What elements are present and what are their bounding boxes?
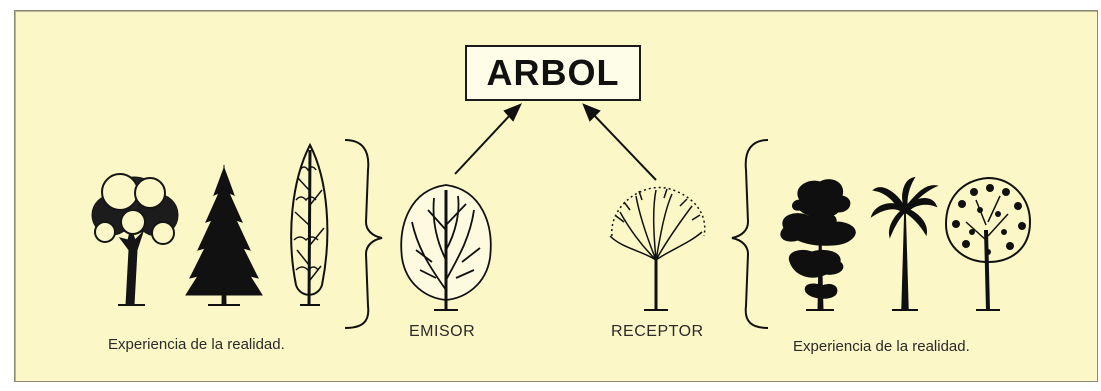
right-brace bbox=[732, 140, 768, 328]
emitter-label: EMISOR bbox=[409, 323, 475, 341]
word-label: ARBOL bbox=[487, 52, 620, 94]
round-tree-icon bbox=[92, 174, 178, 305]
receiver-label: RECEPTOR bbox=[611, 323, 704, 341]
layered-tree-icon bbox=[781, 180, 855, 310]
left-brace bbox=[345, 140, 382, 328]
leafy-tree-icon bbox=[946, 178, 1030, 310]
fan-tree-icon bbox=[610, 188, 705, 311]
fir-tree-icon bbox=[186, 165, 262, 305]
word-box: ARBOL bbox=[465, 45, 641, 101]
arrow-receptor-to-word bbox=[584, 105, 656, 180]
poplar-tree-icon bbox=[291, 145, 327, 305]
right-caption: Experiencia de la realidad. bbox=[793, 338, 970, 355]
palm-tree-icon bbox=[872, 178, 936, 310]
arrow-emisor-to-word bbox=[455, 105, 520, 174]
left-caption: Experiencia de la realidad. bbox=[108, 336, 285, 353]
outline-tree-icon bbox=[401, 185, 490, 310]
